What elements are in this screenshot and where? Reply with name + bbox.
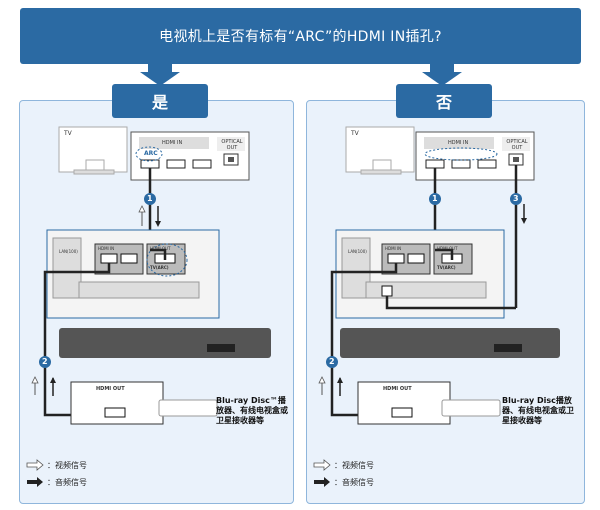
legend-video-icon (26, 459, 44, 471)
tag-no-label: 否 (435, 93, 452, 112)
step-2-label-yes: 2 (42, 357, 48, 366)
audio-signal-arrow-2-icon (50, 377, 56, 383)
tag-yes-label: 是 (151, 93, 168, 112)
arc-label: ARC (144, 150, 158, 157)
down-arrow-left-icon (140, 64, 180, 86)
optical-strip (217, 137, 245, 151)
bluray-device (158, 399, 218, 417)
tv-hdmi-port-3 (192, 159, 212, 169)
sb-optical-in-icon (381, 285, 393, 297)
hdmi-in-strip (139, 137, 209, 149)
step-2-label-no: 2 (329, 357, 335, 366)
tv-label-no: TV (351, 130, 359, 137)
device-caption-no: Blu-ray Disc播放器、有线电视盒或卫星接收器等 (502, 396, 574, 425)
step-1-badge (144, 193, 156, 205)
question-text: 电视机上是否有标有“ARC”的HDMI IN插孔? (159, 29, 442, 45)
video-signal-arrow-icon (138, 205, 146, 213)
sb-hdmi-in-label-yes: HDMI IN (98, 246, 115, 251)
audio-signal-arrow-icon (155, 221, 161, 227)
tv-label-yes: TV (64, 130, 72, 137)
diagram-yes (26, 126, 271, 487)
soundbar-body (59, 328, 271, 358)
sb-tv-arc-label-yes: TV(ARC) (150, 265, 169, 270)
sb-lan-label-no: LAN(100) (348, 249, 367, 254)
audio-signal-arrow-3-icon (521, 218, 527, 224)
optical-label-no: OPTICAL OUT (506, 139, 528, 151)
legend-video-text-yes: ：视频信号 (47, 461, 87, 470)
hdmi-in-label-yes: HDMI IN (162, 140, 183, 146)
bluray-device-2 (441, 399, 501, 417)
device-hdmi-out-label-yes: HDMI OUT (96, 386, 125, 392)
tv-hdmi-port-arc (140, 159, 160, 169)
step-3-label-no: 3 (513, 194, 519, 203)
tv-arc-highlight (146, 243, 188, 277)
hdmi-in-label-no: HDMI IN (448, 140, 469, 146)
soundbar-body-2 (340, 328, 560, 358)
tag-no: 否 (396, 84, 492, 118)
step-1-label-no: 1 (432, 194, 438, 203)
sb-hdmi-out-label-no: HDMI OUT (437, 246, 458, 251)
down-arrow-right-icon (422, 64, 462, 86)
step-3-badge (510, 193, 522, 205)
video-signal-arrow-2-icon (31, 376, 39, 384)
device-hdmi-out-label-no: HDMI OUT (383, 386, 412, 392)
diagram-no (313, 126, 560, 487)
legend-audio-text-yes: ：音频信号 (47, 478, 87, 487)
sb-tv-arc-label-no: TV(ARC) (437, 265, 456, 270)
tag-yes: 是 (112, 84, 208, 118)
device-caption-yes: Blu-ray Disc™播放器、有线电视盒或卫星接收器等 (216, 396, 288, 425)
step-2-badge (39, 356, 51, 368)
step-1-label-yes: 1 (147, 194, 153, 203)
question-banner: 电视机上是否有标有“ARC”的HDMI IN插孔? (20, 8, 581, 64)
optical-label-yes: OPTICAL OUT (221, 139, 243, 151)
step-1-badge-2 (429, 193, 441, 205)
step-2-badge-2 (326, 356, 338, 368)
legend-audio-icon (27, 477, 43, 487)
sb-lan-label-yes: LAN(100) (59, 249, 78, 254)
legend-audio-text-no: ：音频信号 (334, 478, 374, 487)
sb-hdmi-in-label-no: HDMI IN (385, 246, 402, 251)
sb-hdmi-out-label-yes: HDMI OUT (150, 246, 171, 251)
arc-highlight (135, 146, 163, 162)
hdmi-cable-step2 (43, 263, 111, 417)
tv-hdmi-port-2 (166, 159, 186, 169)
legend-video-text-no: ：视频信号 (334, 461, 374, 470)
